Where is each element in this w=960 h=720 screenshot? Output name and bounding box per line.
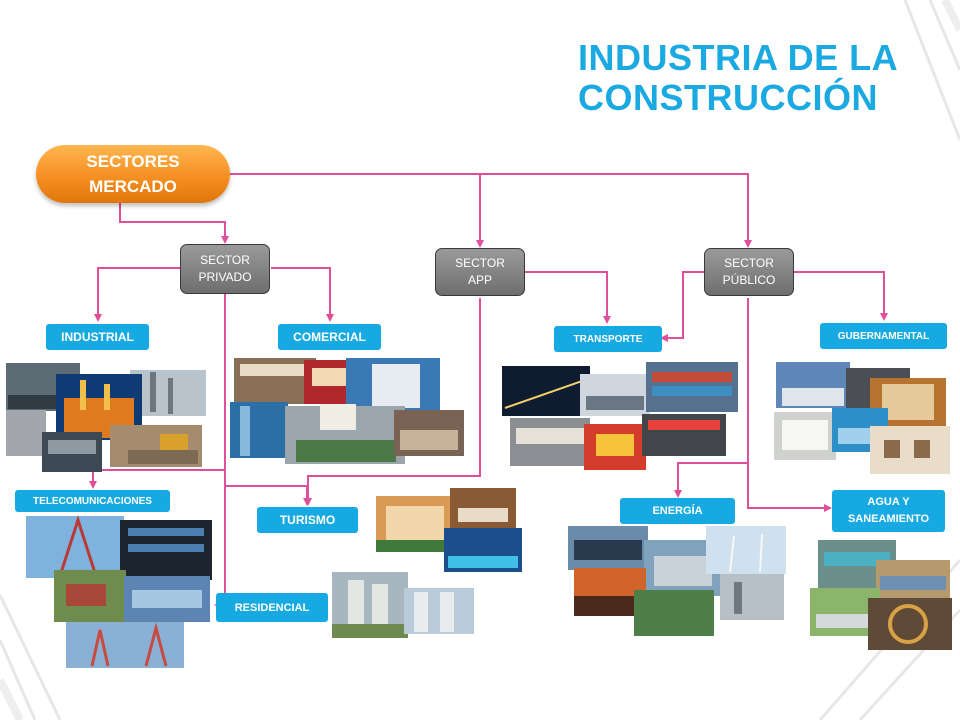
category-agua-saneamiento: AGUA Y SANEAMIENTO (832, 490, 945, 532)
category-residencial: RESIDENCIAL (216, 593, 328, 622)
connector-privado-industrial (94, 267, 180, 322)
agua-photos (810, 540, 952, 650)
root-line-1: SECTORES (86, 152, 180, 171)
category-agua-line-1: AGUA Y (867, 496, 910, 508)
category-turismo: TURISMO (257, 507, 358, 533)
category-industrial: INDUSTRIAL (46, 324, 149, 350)
category-agua-line-2: SANEAMIENTO (847, 513, 930, 525)
sector-privado-line-1: SECTOR (200, 253, 250, 267)
sector-publico-node: SECTOR PÚBLICO (704, 248, 794, 296)
residencial-photos (332, 572, 474, 638)
sector-app-line-2: APP (467, 273, 492, 287)
category-industrial-label: INDUSTRIAL (61, 330, 134, 344)
sector-app-line-1: SECTOR (455, 256, 505, 270)
category-turismo-label: TURISMO (279, 513, 336, 527)
title-line-2: CONSTRUCCIÓN (578, 77, 878, 118)
category-energia: ENERGÍA (620, 498, 735, 524)
connector-publico-agua (747, 463, 832, 512)
turismo-photos (376, 488, 522, 572)
category-residencial-label: RESIDENCIAL (234, 601, 310, 614)
connector-app-transporte (525, 271, 611, 324)
category-transporte: TRANSPORTE (554, 326, 662, 352)
sector-privado-node: SECTOR PRIVADO (180, 244, 270, 294)
sector-app-node: SECTOR APP (435, 248, 525, 296)
connector-root-privado (119, 203, 229, 244)
category-energia-label: ENERGÍA (652, 505, 703, 517)
connector-publico-transporte (660, 271, 704, 342)
category-telecomunicaciones-label: TELECOMUNICACIONES (33, 495, 152, 507)
comercial-photos (230, 358, 464, 464)
transporte-photos (502, 362, 738, 470)
category-comercial-label: COMERCIAL (293, 330, 366, 344)
category-gubernamental-label: GUBERNAMENTAL (837, 330, 930, 342)
connector-privado-comercial (271, 267, 334, 322)
connector-publico-energia (674, 298, 749, 498)
slide-title: INDUSTRIA DE LA CONSTRUCCIÓN (578, 38, 948, 118)
telecom-photos (26, 515, 212, 668)
industrial-photos (6, 363, 206, 472)
category-gubernamental: GUBERNAMENTAL (820, 323, 947, 349)
sector-publico-line-1: SECTOR (724, 256, 774, 270)
category-comercial: COMERCIAL (278, 324, 381, 350)
category-telecomunicaciones: TELECOMUNICACIONES (15, 490, 170, 512)
connector-app-turismo (304, 298, 481, 506)
sector-publico-line-2: PÚBLICO (722, 273, 776, 287)
connector-privado-telecom (89, 293, 226, 489)
connector-root-publico (480, 173, 752, 248)
sector-privado-line-2: PRIVADO (198, 270, 252, 284)
title-line-1: INDUSTRIA DE LA (578, 37, 899, 78)
category-transporte-label: TRANSPORTE (573, 333, 643, 345)
sectores-mercado-node: SECTORES MERCADO (36, 145, 230, 203)
connector-publico-gubernamental (793, 271, 888, 321)
energia-photos (568, 526, 786, 636)
gubernamental-photos (774, 362, 950, 474)
root-line-2: MERCADO (89, 177, 177, 196)
